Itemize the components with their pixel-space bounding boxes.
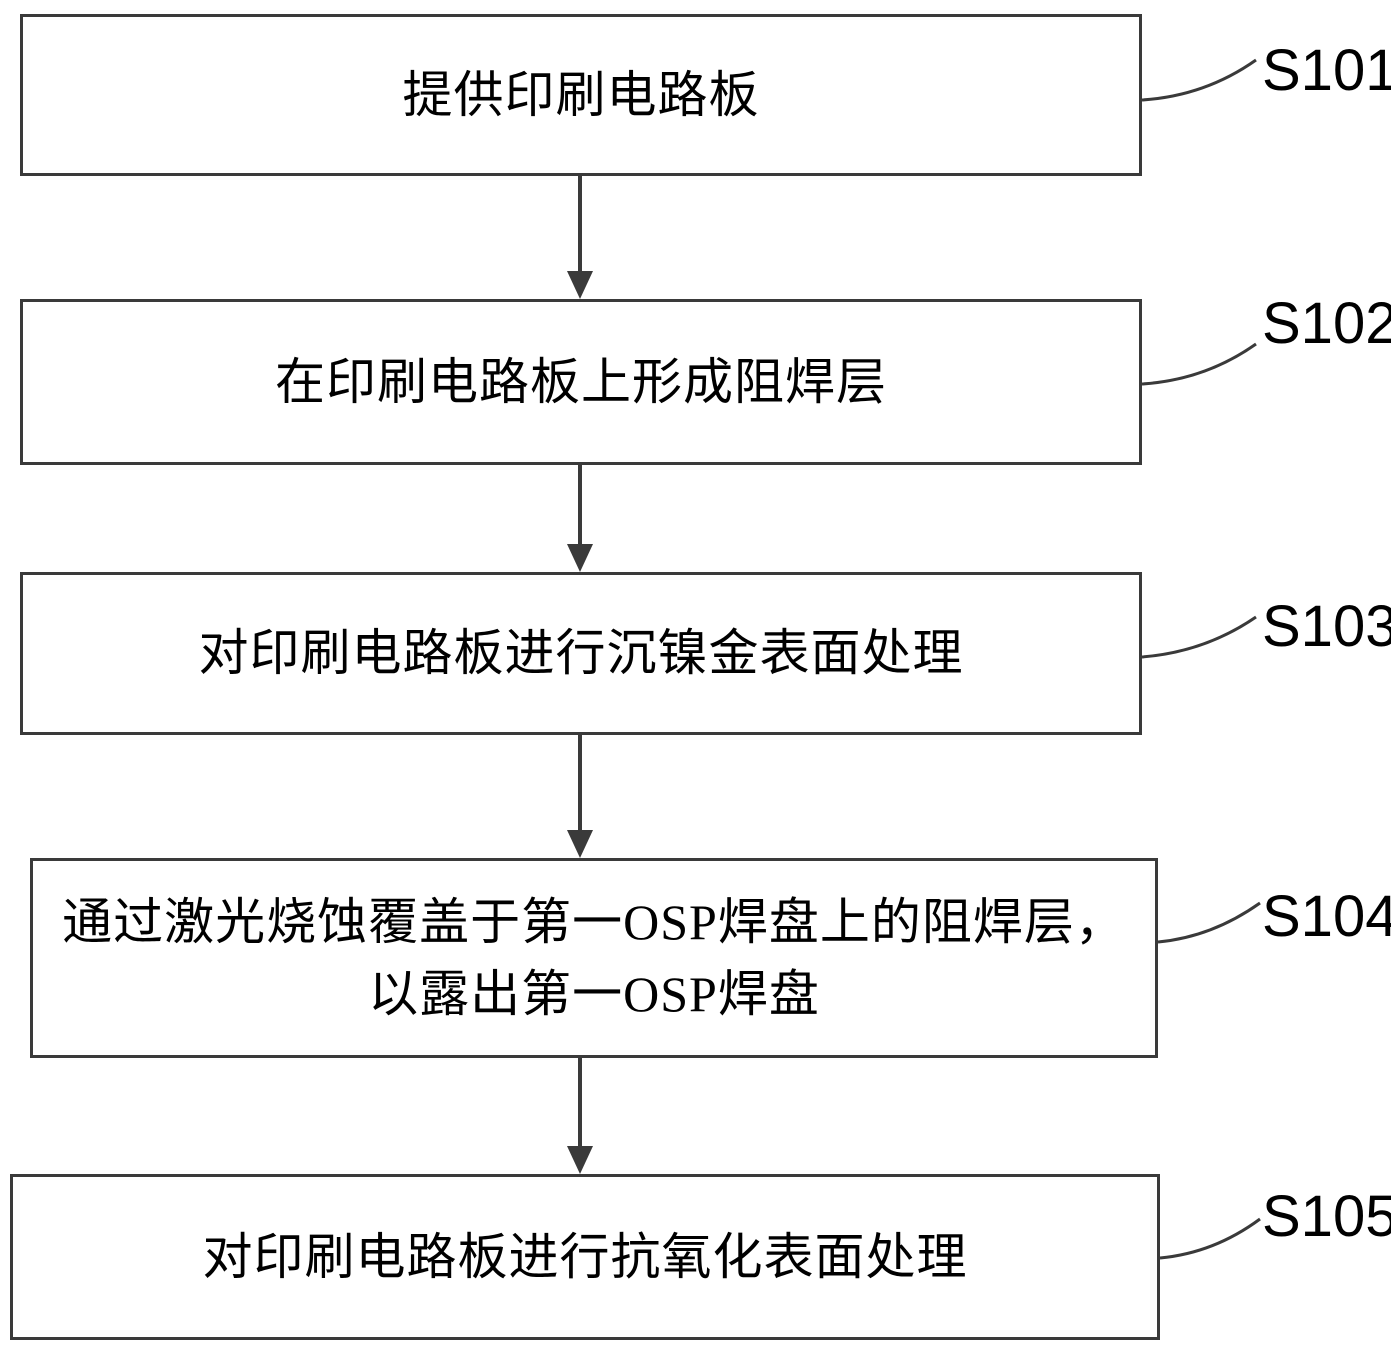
arrow-shaft — [578, 735, 582, 832]
arrow-head-icon — [567, 830, 593, 858]
leader-line-s104 — [1158, 903, 1260, 942]
step-ref-label-s105: S105 — [1262, 1188, 1391, 1246]
down-arrow-1 — [567, 176, 593, 299]
step-ref-label-s101: S101 — [1262, 42, 1391, 100]
leader-line-s105 — [1160, 1219, 1260, 1258]
down-arrow-2 — [567, 465, 593, 572]
arrow-head-icon — [567, 271, 593, 299]
leader-line-s101 — [1142, 60, 1256, 100]
flow-step-label: 提供印刷电路板 — [403, 59, 760, 132]
step-ref-label-s102: S102 — [1262, 295, 1391, 353]
arrow-head-icon — [567, 1146, 593, 1174]
down-arrow-4 — [567, 1058, 593, 1174]
flow-step-label: 对印刷电路板进行抗氧化表面处理 — [203, 1221, 968, 1294]
arrow-shaft — [578, 1058, 582, 1148]
flow-step-label: 在印刷电路板上形成阻焊层 — [275, 346, 887, 419]
flow-step-box-s105: 对印刷电路板进行抗氧化表面处理 — [10, 1174, 1160, 1340]
flow-step-box-s101: 提供印刷电路板 — [20, 14, 1142, 176]
flow-step-label: 对印刷电路板进行沉镍金表面处理 — [199, 617, 964, 690]
flow-step-label: 通过激光烧蚀覆盖于第一OSP焊盘上的阻焊层，以露出第一OSP焊盘 — [57, 886, 1131, 1031]
step-ref-label-s103: S103 — [1262, 598, 1391, 656]
arrow-shaft — [578, 176, 582, 273]
flow-step-box-s103: 对印刷电路板进行沉镍金表面处理 — [20, 572, 1142, 735]
arrow-head-icon — [567, 544, 593, 572]
leader-line-s103 — [1142, 617, 1256, 657]
flow-step-box-s104: 通过激光烧蚀覆盖于第一OSP焊盘上的阻焊层，以露出第一OSP焊盘 — [30, 858, 1158, 1058]
arrow-shaft — [578, 465, 582, 546]
down-arrow-3 — [567, 735, 593, 858]
leader-line-s102 — [1142, 344, 1256, 384]
step-ref-label-s104: S104 — [1262, 888, 1391, 946]
flow-step-box-s102: 在印刷电路板上形成阻焊层 — [20, 299, 1142, 465]
